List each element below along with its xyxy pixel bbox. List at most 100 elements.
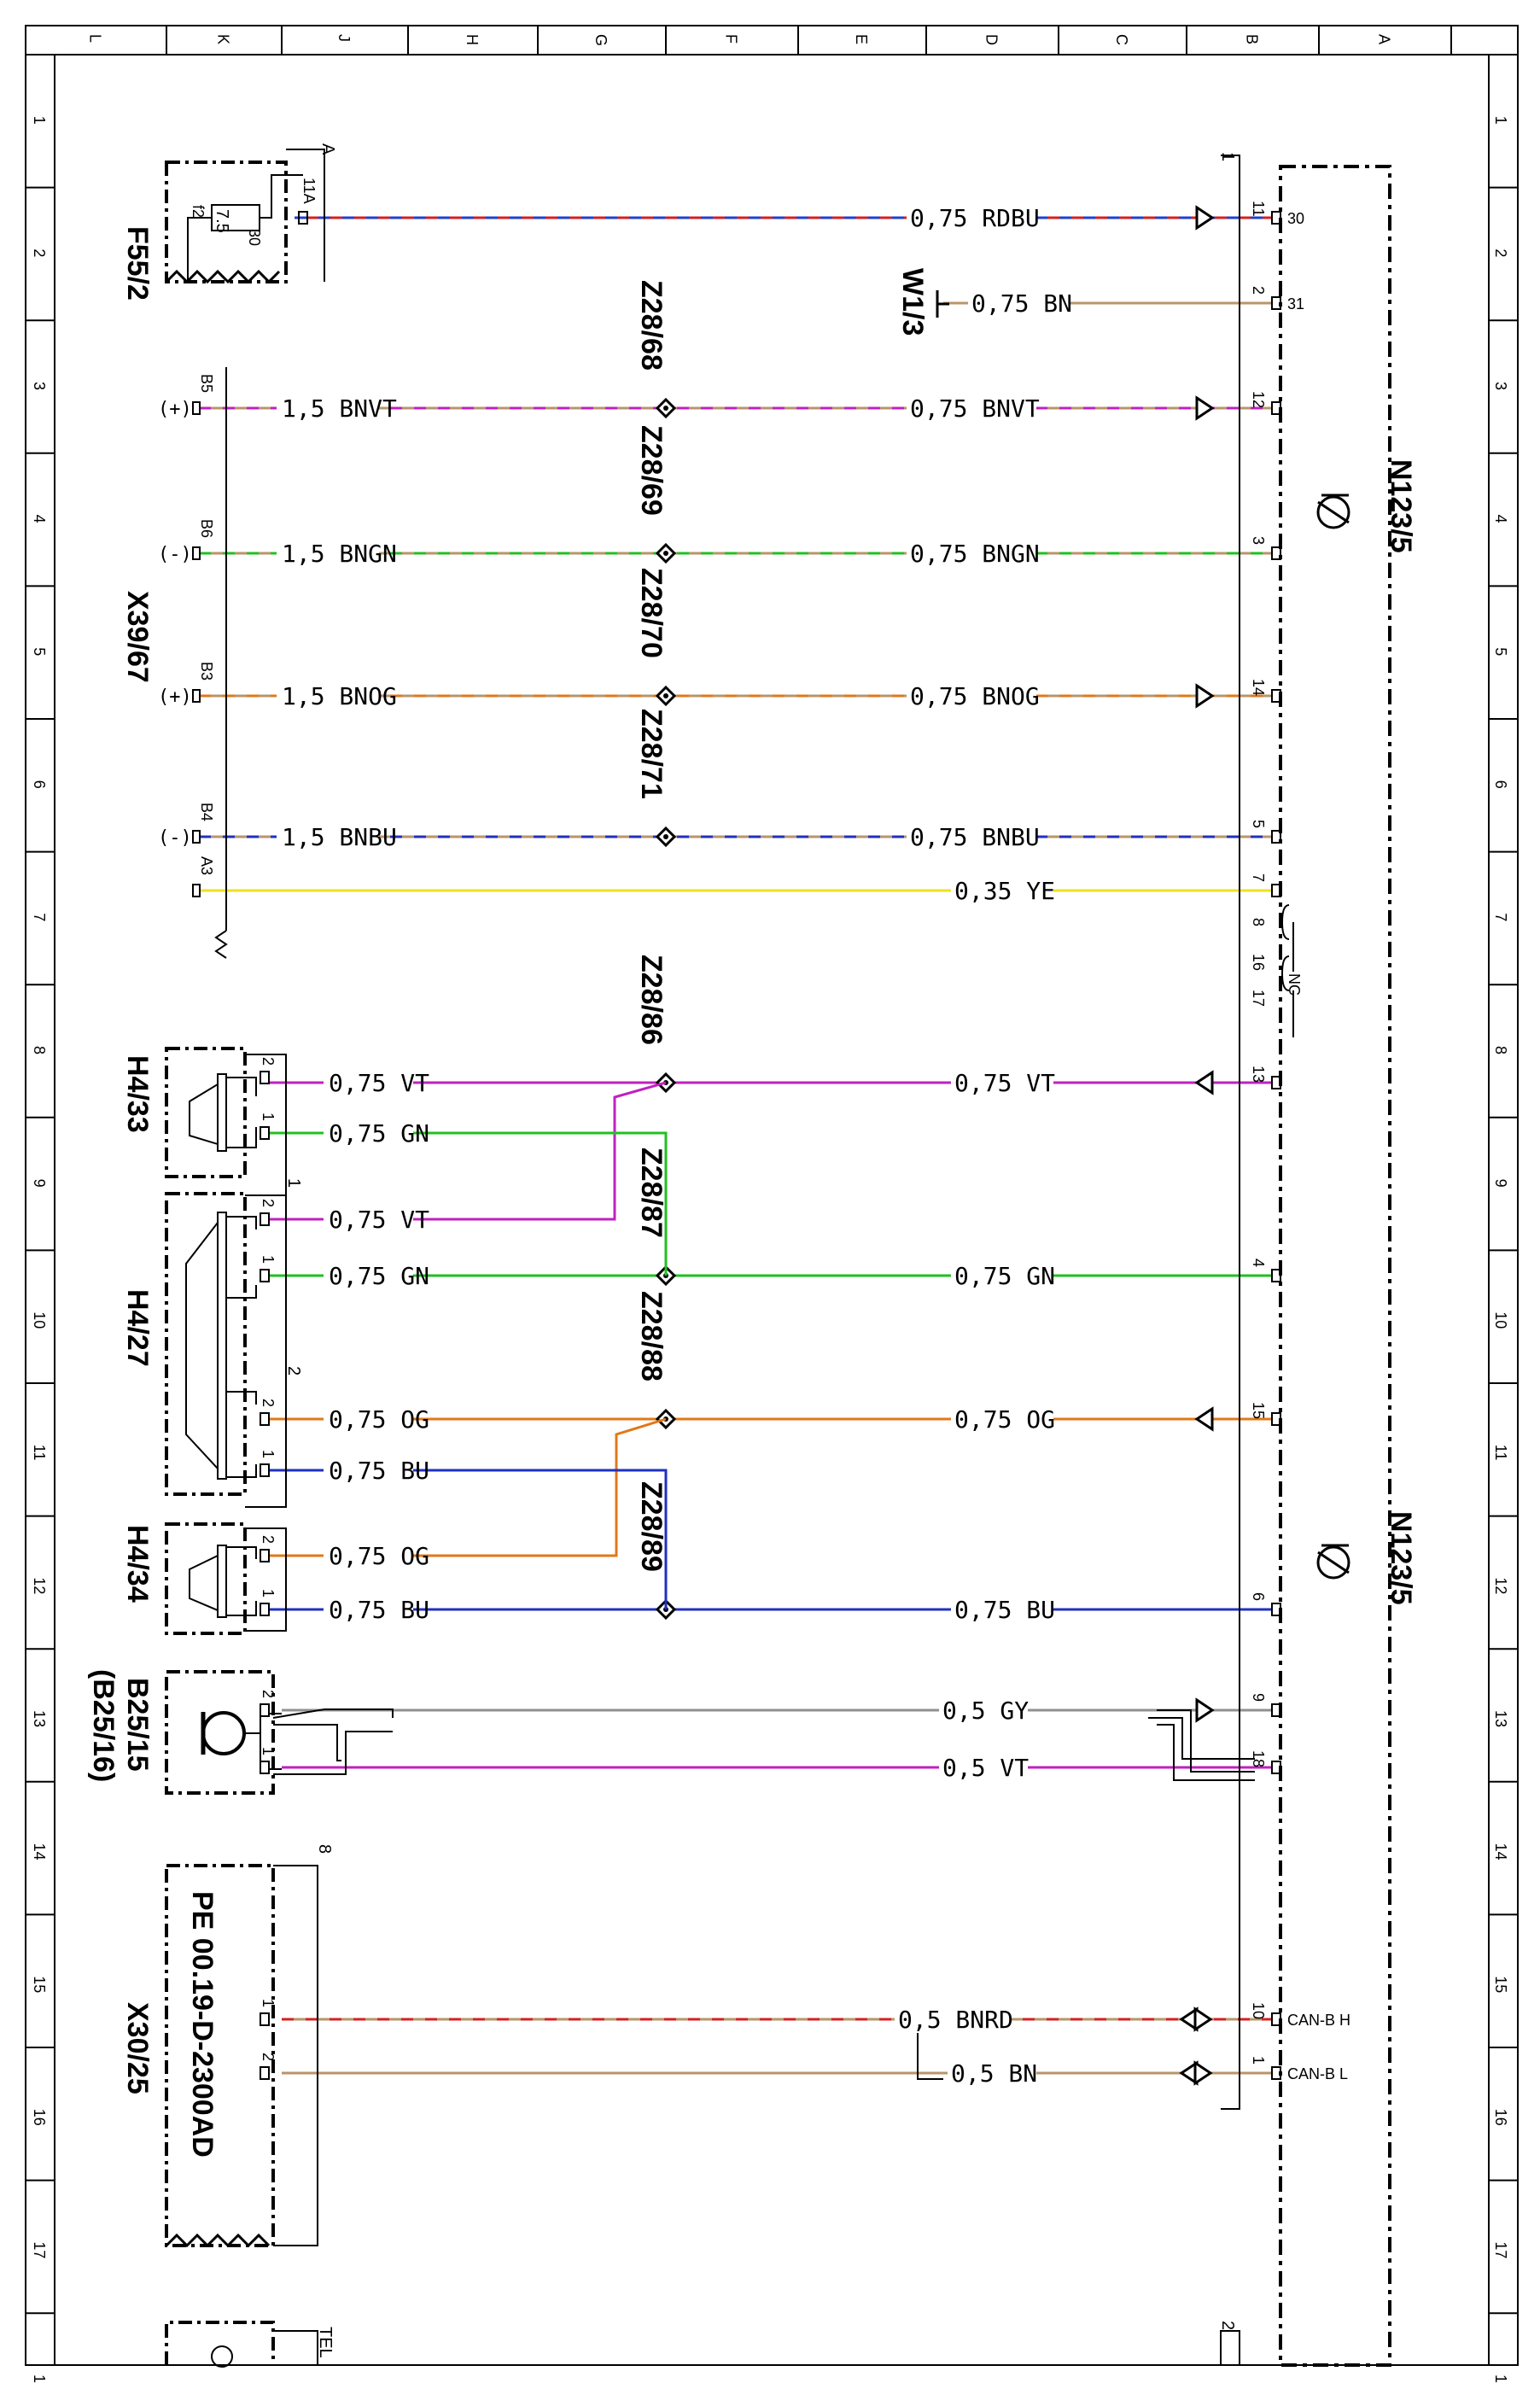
row-number-left: 17 [31, 2241, 48, 2258]
row-number-left: 13 [31, 1710, 48, 1727]
jumper-vt [418, 1081, 667, 1221]
n123-5-sub2: 2 [1218, 2321, 1237, 2330]
pin-number: 18 [1250, 1750, 1267, 1767]
arrow-right-icon [1195, 395, 1215, 421]
x30-25-bracket-num: 8 [315, 1844, 334, 1854]
arrow-bidir-icon [1193, 2006, 1213, 2032]
column-letter: E [853, 34, 870, 44]
x39-67-connector [214, 367, 228, 959]
x30-25-connector [165, 1864, 943, 2248]
arrow-bidir-icon [1193, 2060, 1213, 2086]
row-number-left: 9 [31, 1179, 48, 1188]
terminal-label: CAN-B H [1287, 2012, 1350, 2029]
pin-number: 10 [1250, 2002, 1267, 2019]
x30-25-note: PE 00.19-D-2300AD [186, 1891, 219, 2158]
device-pin-number: 2 [260, 1690, 277, 1698]
jumper-bu [418, 1469, 668, 1609]
device-pin-number: 1 [260, 1999, 277, 2007]
row-number-right: 15 [1492, 1976, 1509, 1993]
row-number-right: 9 [1492, 1179, 1509, 1188]
f55-2-fuse [165, 149, 325, 284]
row-number-right: 1 [1492, 116, 1509, 125]
h4-33-label: H4/33 [121, 1055, 154, 1133]
x39-67-pins: B5(+)B6(-)B3(+)B4(-)A3 [158, 374, 215, 897]
fuse-value: 7.5 [213, 209, 231, 233]
row-number-left: 16 [31, 2109, 48, 2126]
column-letter: C [1113, 34, 1130, 45]
row-number-left: 8 [31, 1046, 48, 1054]
device-pin-number: 1 [260, 1450, 277, 1458]
wire-label-right: 0,5 BN [951, 2059, 1037, 2088]
pin-number: 5 [1250, 820, 1267, 828]
n123-5-control-unit [1220, 155, 1391, 2367]
row-number-right: 17 [1492, 2241, 1509, 2258]
nc-pin-number: 8 [1250, 918, 1267, 926]
wire-label-right: 0,75 BU [954, 1596, 1055, 1624]
jumper-og [418, 1417, 667, 1557]
row-number-right: 12 [1492, 1577, 1509, 1594]
pin-number: 15 [1250, 1402, 1267, 1419]
n123-5-label: N123/5 [1385, 459, 1417, 553]
row-number-left: 2 [31, 248, 48, 257]
wire [282, 1761, 1281, 1774]
row-number-right: 3 [1492, 382, 1509, 390]
row-number-left: 11 [31, 1445, 48, 1461]
x39-pin-id: B4 [198, 803, 215, 821]
row-number-left: 14 [31, 1843, 48, 1860]
n123-5-audio-symbols [1316, 494, 1350, 1580]
row-number-left: 15 [31, 1976, 48, 1993]
device-pin-number: 1 [260, 1747, 277, 1755]
row-number-right: 7 [1492, 913, 1509, 921]
x39-67-label: X39/67 [121, 591, 154, 683]
wire-label-left: 0,75 OG [329, 1405, 429, 1434]
h4-27-sub1: 1 [284, 1178, 303, 1188]
wire-label-left: 0,75 OG [329, 1542, 429, 1570]
row-number-left: 1 [31, 116, 48, 125]
device-pin-number: 2 [260, 1535, 277, 1544]
wire-label-right: 0,35 YE [954, 877, 1055, 905]
tel-connector [165, 2321, 318, 2368]
wire-label-right: 0,75 GN [954, 1262, 1055, 1290]
column-letter: D [983, 34, 1000, 45]
row-number-left: 7 [31, 913, 48, 921]
pin-number: 7 [1250, 873, 1267, 882]
terminal-label: 31 [1287, 295, 1304, 312]
pin-number: 4 [1250, 1259, 1267, 1267]
wire-label-right: 0,75 VT [954, 1069, 1055, 1097]
splice-label: Z28/68 [635, 280, 668, 371]
row-number-right: 5 [1492, 647, 1509, 656]
row-number-right: 18 [1492, 2374, 1509, 2383]
row-number-left: 18 [31, 2374, 48, 2383]
pin-number: 9 [1250, 1693, 1267, 1702]
pin-number: 1 [1250, 2056, 1267, 2065]
column-letter: J [335, 34, 353, 42]
row-number-right: 11 [1492, 1445, 1509, 1461]
wire-label-left: 0,75 BU [329, 1457, 429, 1485]
n123-5-shield-lines [1148, 1709, 1255, 1781]
splice-label: Z28/86 [635, 955, 668, 1045]
h4-27-sub2: 2 [284, 1366, 303, 1375]
wire-label-left: 0,75 VT [329, 1206, 429, 1234]
arrow-left-icon [1194, 1406, 1214, 1432]
splice-label: Z28/89 [635, 1481, 668, 1572]
device-pin-number: 2 [260, 2053, 277, 2061]
pin-number: 2 [1250, 286, 1267, 295]
splice-label: Z28/69 [635, 425, 668, 516]
h4-34-label: H4/34 [121, 1525, 154, 1603]
column-letter: K [215, 34, 232, 44]
pin-number: 3 [1250, 536, 1267, 545]
pin-number: 14 [1250, 679, 1267, 696]
row-number-right: 4 [1492, 515, 1509, 523]
wire-label-right: 0,75 OG [954, 1405, 1055, 1434]
pin-number: 6 [1250, 1592, 1267, 1601]
arrow-right-icon [1195, 683, 1215, 709]
wire-label-right: 0,5 VT [942, 1754, 1029, 1782]
frame [25, 25, 1519, 2366]
pin-number: 11 [1250, 201, 1267, 217]
